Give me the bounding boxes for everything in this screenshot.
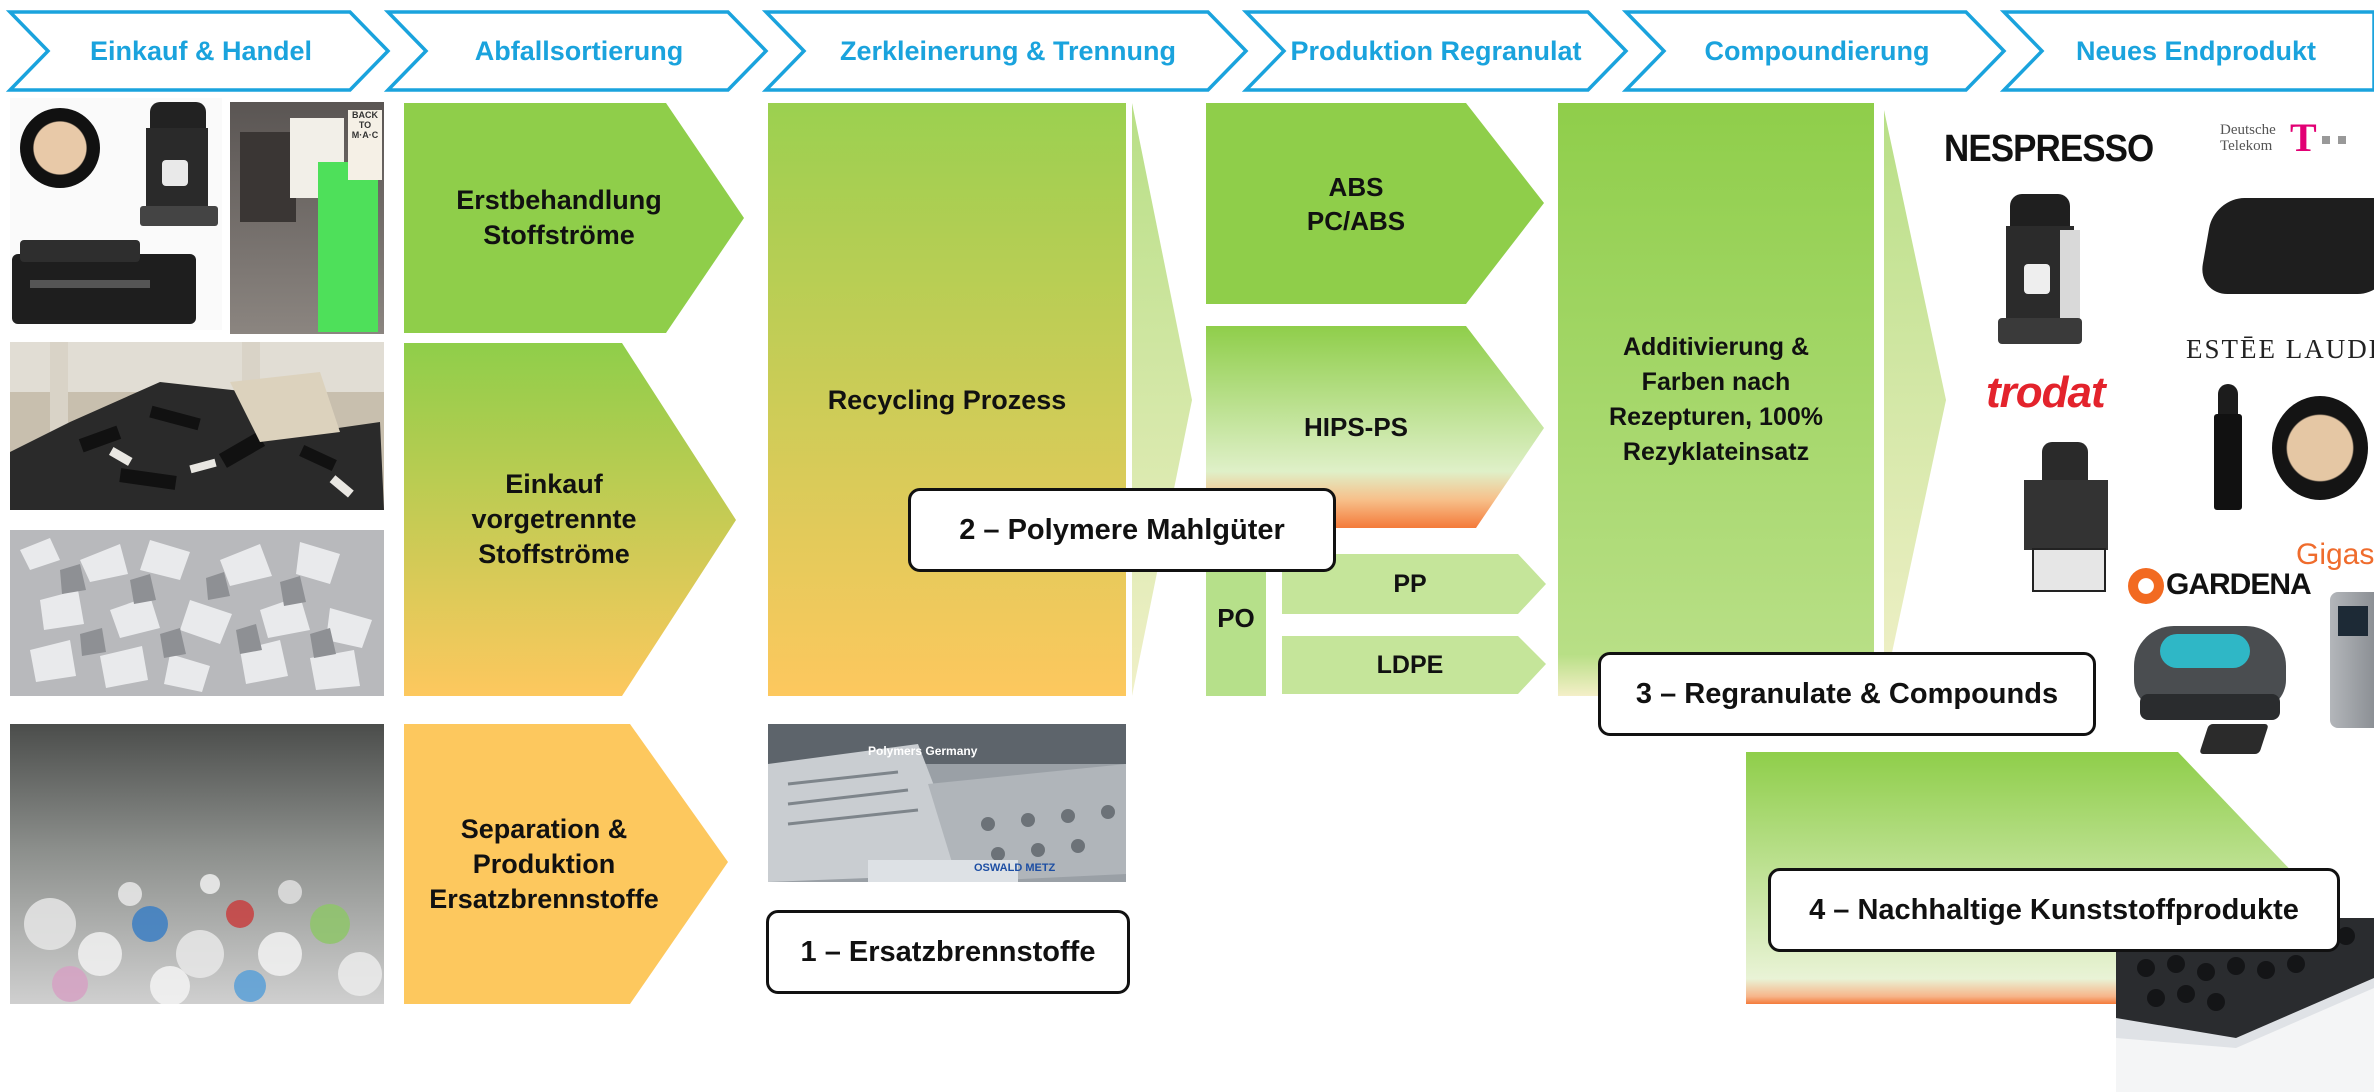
photo-consumer-products [10, 98, 222, 330]
coffee-machine-image [132, 98, 222, 238]
label-recycling-prozess: Recycling Prozess [827, 384, 1067, 415]
photo-plastic-flakes [10, 530, 384, 696]
header-step-regranulat[interactable]: Produktion Regranulat [1290, 35, 1582, 66]
arrow-ldpe [1282, 636, 1546, 694]
callout-regranulate-compounds: 3 – Regranulate & Compounds [1598, 652, 2096, 736]
header-step-abfallsortierung[interactable]: Abfallsortierung [474, 35, 684, 66]
polymers-germany-sign: Polymers Germany [868, 744, 978, 758]
oswald-label: OSWALD METZ [974, 862, 1056, 874]
telekom-wordmark-2: Telekom [2220, 138, 2273, 154]
gigaset-phone-image [2330, 592, 2374, 728]
label-separation: Separation & Produktion Ersatzbrennstoff… [429, 813, 659, 914]
recycling-arrow-tip [1132, 103, 1192, 696]
compact-powder-image [20, 108, 100, 188]
trodat-stamp-image [2016, 440, 2116, 592]
header-step-endprodukt[interactable]: Neues Endprodukt [2075, 35, 2317, 66]
recycling-block [768, 103, 1126, 696]
nespresso-machine-image [1990, 190, 2090, 360]
photo-ewaste-pile [10, 342, 384, 510]
label-abs-pcabs: ABS PC/ABS [1306, 171, 1406, 236]
header-step-zerkleinerung[interactable]: Zerkleinerung & Trennung [839, 35, 1177, 66]
arrow-pp [1282, 554, 1546, 614]
ewaste-pile-image [10, 342, 384, 510]
header-step-einkauf[interactable]: Einkauf & Handel [89, 35, 313, 66]
header-chevron-1 [5, 10, 391, 92]
label-additivierung: Additivierung & Farben nach Rezepturen, … [1609, 333, 1823, 466]
header-chevron-6 [1999, 10, 2374, 92]
telekom-t-logo: T [2290, 115, 2317, 160]
label-einkauf-stoffstroeme: Einkauf vorgetrennte Stoffströme [471, 469, 637, 569]
arrow-einkauf [404, 343, 736, 696]
arrow-abs [1206, 103, 1544, 304]
callout-ersatzbrennstoffe: 1 – Ersatzbrennstoffe [766, 910, 1130, 994]
gardena-logo: GARDENA [2166, 568, 2312, 601]
callout-polymere-mahlgueter: 2 – Polymere Mahlgüter [908, 488, 1336, 572]
green-collection-box [318, 162, 378, 332]
header-chevron-5 [1621, 10, 2007, 92]
robot-mower-image [2130, 614, 2290, 756]
label-pp: PP [1393, 569, 1427, 598]
shredded-mix-image [10, 724, 384, 1004]
label-hips-ps: HIPS-PS [1303, 411, 1409, 442]
header-chevron-4 [1241, 10, 1629, 92]
lipstick-image [2212, 384, 2242, 510]
header-chevron-2 [383, 10, 769, 92]
arrow-separation [404, 724, 728, 1004]
telekom-dot-2 [2338, 136, 2346, 144]
photo-recycling-machine: Polymers Germany OSWALD METZ [768, 724, 1126, 882]
plastic-flakes-image [10, 530, 384, 696]
trodat-logo: trodat [1986, 368, 2106, 417]
gardena-sun-icon [2128, 568, 2164, 604]
telekom-wordmark-1: Deutsche [2220, 122, 2276, 138]
compact-product-image [2272, 396, 2368, 500]
gigaset-logo: Gigaset [2296, 538, 2374, 571]
arrow-erstbehandlung [404, 103, 744, 333]
callout-nachhaltige-produkte: 4 – Nachhaltige Kunststoffprodukte [1768, 868, 2340, 952]
telekom-router-image [2197, 198, 2374, 298]
label-po: PO [1217, 602, 1255, 633]
photo-back-to-mac: BACK TO M·A·C [230, 102, 384, 334]
arrow-hips [1206, 326, 1544, 528]
nespresso-logo: NESPRESSO [1944, 128, 2154, 170]
compound-arrow-tip [1884, 110, 1946, 690]
header-chevron-3 [761, 10, 1249, 92]
back-to-mac-sign: BACK TO M·A·C [348, 110, 382, 180]
telekom-dot-1 [2322, 136, 2330, 144]
recycling-machine-image [768, 724, 1126, 882]
header-step-compoundierung[interactable]: Compoundierung [1704, 35, 1930, 66]
label-ldpe: LDPE [1376, 650, 1444, 679]
compound-block [1558, 103, 1874, 696]
printer-image [12, 240, 198, 328]
label-erstbehandlung: Erstbehandlung Stoffströme [456, 185, 662, 250]
estee-lauder-logo: ESTĒE LAUDER [2186, 334, 2374, 364]
photo-shredded-mix [10, 724, 384, 1004]
